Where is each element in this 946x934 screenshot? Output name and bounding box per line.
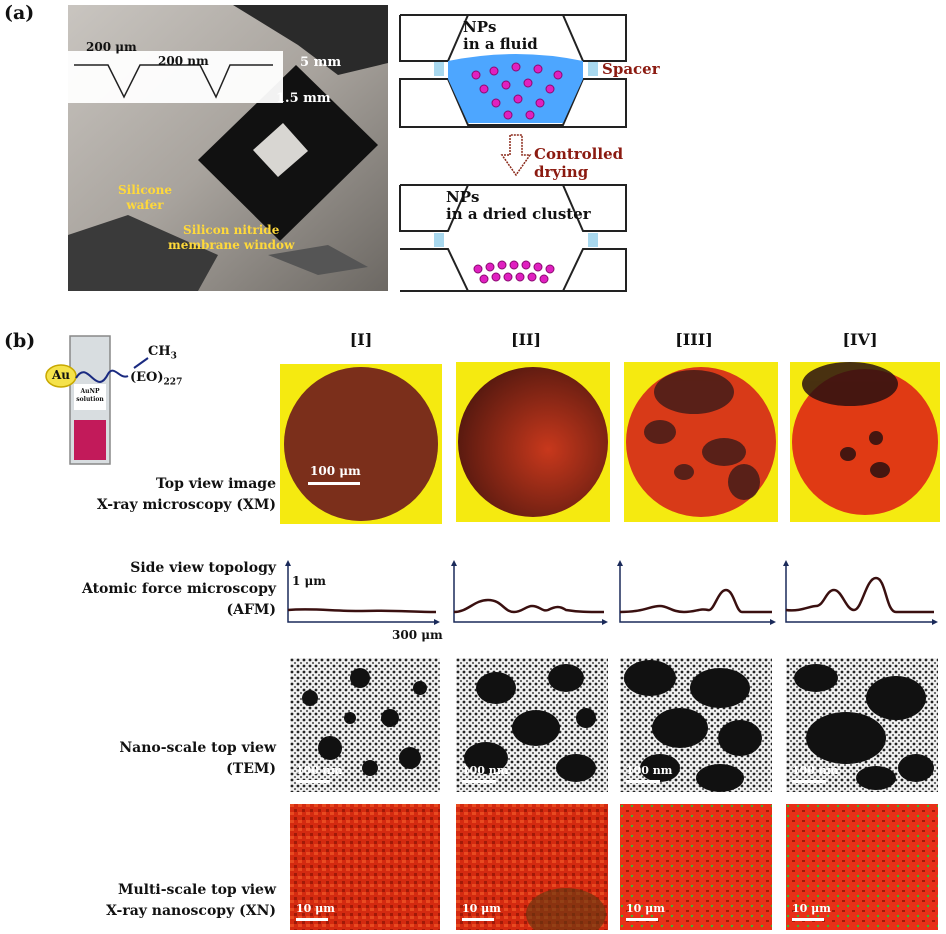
xn-image-iv: 10 μm xyxy=(786,804,938,930)
tem-image-ii: 100 nm xyxy=(456,658,608,792)
peg-aunp-molecule: Au CH3 (EO)227 xyxy=(44,344,184,400)
tem-scalebar-label-iv: 100 nm xyxy=(792,764,839,777)
xm-image-i: 100 μm xyxy=(280,364,442,524)
xn-scalebar-ii xyxy=(462,918,494,921)
dim-5mm: 5 mm xyxy=(300,55,342,70)
panel-a-label: (a) xyxy=(4,2,35,24)
membrane-photo: 200 μm 200 nm 5 mm 1.5 mm Silicone wafer… xyxy=(68,5,388,291)
tem-scalebar-iii xyxy=(626,780,660,783)
spacer-label: Spacer xyxy=(602,60,660,78)
membrane-window-label: Silicon nitride membrane window xyxy=(168,223,295,252)
xn-scalebar-label-ii: 10 μm xyxy=(462,902,501,915)
tem-scalebar-ii xyxy=(462,780,496,783)
row-label-tem: Nano-scale top view(TEM) xyxy=(119,740,276,777)
column-label-ii: [II] xyxy=(510,330,542,349)
panel-b-label: (b) xyxy=(4,330,36,352)
column-label-iv: [IV] xyxy=(842,330,878,349)
np-dried-label: NPs in a dried cluster xyxy=(446,188,591,223)
tem-image-i: 100 nm xyxy=(290,658,440,792)
tem-scalebar-label-ii: 100 nm xyxy=(462,764,509,777)
afm-profile-iii xyxy=(617,560,776,625)
tem-scalebar-iv xyxy=(792,780,826,783)
xm-image-ii xyxy=(456,362,610,522)
xm-scalebar xyxy=(308,482,360,485)
xn-image-iii: 10 μm xyxy=(620,804,772,930)
tem-scalebar-i xyxy=(296,780,330,783)
np-fluid-label: NPs in a fluid xyxy=(463,18,538,53)
controlled-drying-label: Controlled drying xyxy=(534,145,624,181)
xm-image-iii xyxy=(624,362,778,522)
eo-label: (EO)227 xyxy=(130,370,183,388)
xn-scalebar-label-i: 10 μm xyxy=(296,902,335,915)
vial-label: AuNP solution xyxy=(76,388,104,403)
drying-schematic: NPs in a fluid Spacer Controlled drying … xyxy=(398,5,664,295)
aunp-vial: AuNP solution xyxy=(68,334,112,466)
xn-image-ii: 10 μm xyxy=(456,804,608,930)
afm-profile-iv xyxy=(783,560,938,625)
tem-image-iii: 100 nm xyxy=(620,658,772,792)
tem-scalebar-label-iii: 100 nm xyxy=(626,764,673,777)
xm-scalebar-label: 100 μm xyxy=(310,464,361,478)
afm-x-scale: 300 μm xyxy=(392,628,443,642)
silicone-wafer-label: Silicone wafer xyxy=(118,183,173,212)
dim-200nm: 200 nm xyxy=(158,54,209,68)
xm-image-iv xyxy=(790,362,940,522)
afm-y-scale: 1 μm xyxy=(292,574,327,588)
dim-200um: 200 μm xyxy=(86,40,137,54)
tem-scalebar-label-i: 100 nm xyxy=(296,764,343,777)
xn-scalebar-iv xyxy=(792,918,824,921)
dim-1-5mm: 1.5 mm xyxy=(276,91,331,106)
xn-scalebar-label-iii: 10 μm xyxy=(626,902,665,915)
xn-scalebar-iii xyxy=(626,918,658,921)
column-label-iii: [III] xyxy=(675,330,713,349)
afm-profile-ii xyxy=(451,560,608,625)
afm-profile-i xyxy=(285,560,440,625)
xn-scalebar-label-iv: 10 μm xyxy=(792,902,831,915)
column-label-i: [I] xyxy=(349,330,373,349)
tem-image-iv: 100 nm xyxy=(786,658,938,792)
xn-scalebar-i xyxy=(296,918,328,921)
au-label: Au xyxy=(52,368,71,382)
ch3-label: CH3 xyxy=(148,344,177,362)
xn-image-i: 10 μm xyxy=(290,804,440,930)
